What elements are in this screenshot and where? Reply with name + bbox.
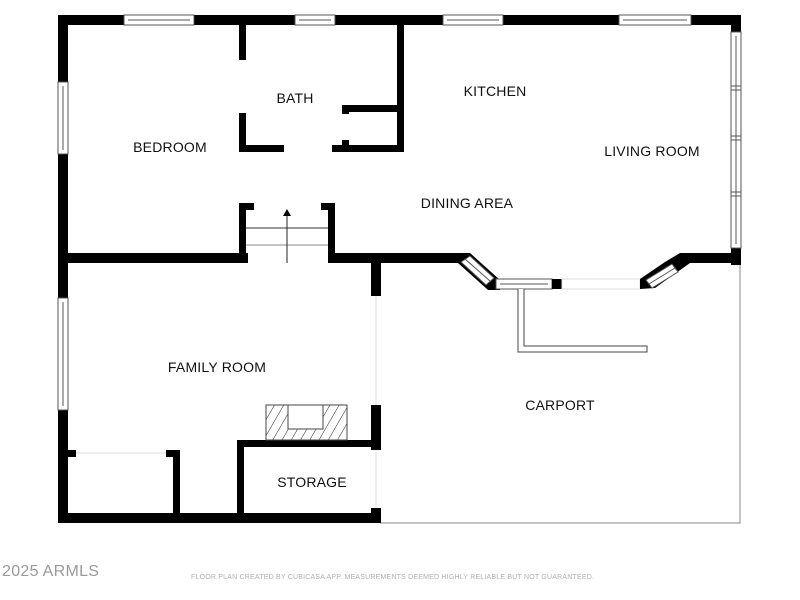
fireplace [265, 404, 348, 441]
copyright-watermark: 2025 ARMLS [2, 563, 100, 580]
room-label-storage: STORAGE [277, 474, 347, 490]
windows-top [123, 14, 692, 26]
room-label-dining-area: DINING AREA [420, 195, 514, 211]
carport-ledge [517, 289, 648, 353]
room-label-living-room: LIVING ROOM [604, 143, 700, 159]
stairs-up-arrow-icon [283, 209, 291, 216]
windows-left [57, 81, 69, 411]
windows-right [730, 31, 742, 249]
family-room-walls [58, 263, 381, 523]
room-label-bedroom: BEDROOM [133, 139, 207, 155]
room-label-carport: CARPORT [525, 397, 595, 413]
bath-walls [239, 25, 404, 152]
room-label-kitchen: KITCHEN [463, 83, 527, 99]
bay-window [455, 253, 690, 290]
room-label-family-room: FAMILY ROOM [167, 359, 267, 375]
footer-disclaimer: FLOOR PLAN CREATED BY CUBICASA APP. MEAS… [191, 574, 595, 581]
carport-outline [380, 260, 741, 524]
room-label-bath: BATH [276, 90, 314, 106]
stairs [239, 203, 335, 263]
